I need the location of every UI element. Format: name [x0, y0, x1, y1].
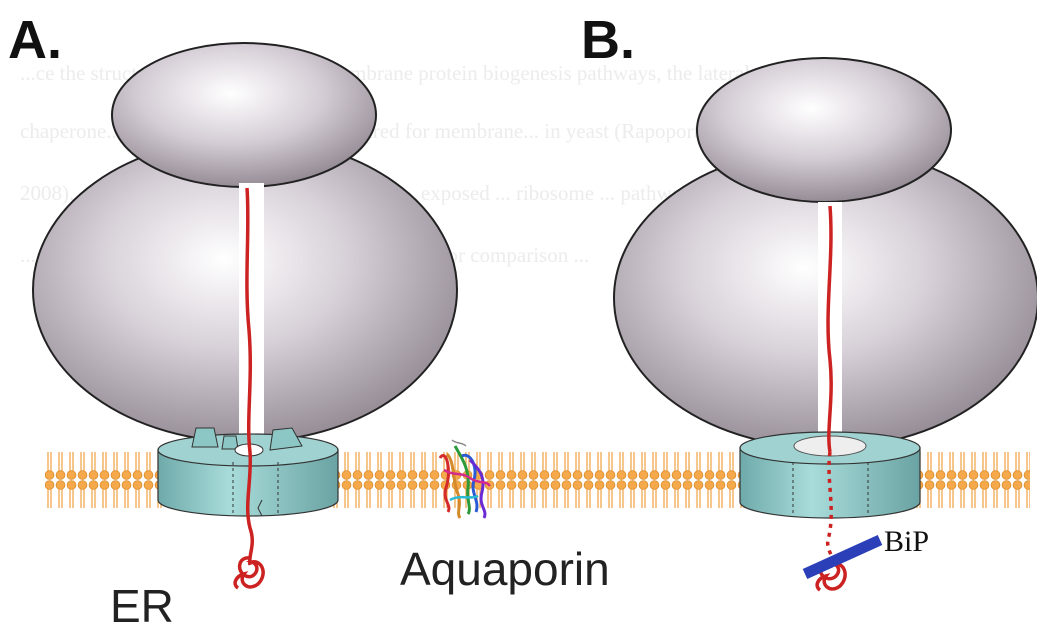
- panel-a-label: A.: [8, 10, 62, 70]
- panel-b-label: B.: [581, 10, 635, 70]
- bip-label: BiP: [884, 525, 929, 558]
- nascent-chain-fold: [235, 558, 263, 588]
- aquaporin-label: Aquaporin: [400, 543, 610, 595]
- er-label: ER: [110, 580, 174, 630]
- panel-a: A. ER: [8, 10, 457, 630]
- ribosome-small-subunit: [697, 58, 951, 202]
- ribosome-exit-tunnel: [239, 183, 264, 445]
- ribosome-small-subunit: [112, 43, 376, 187]
